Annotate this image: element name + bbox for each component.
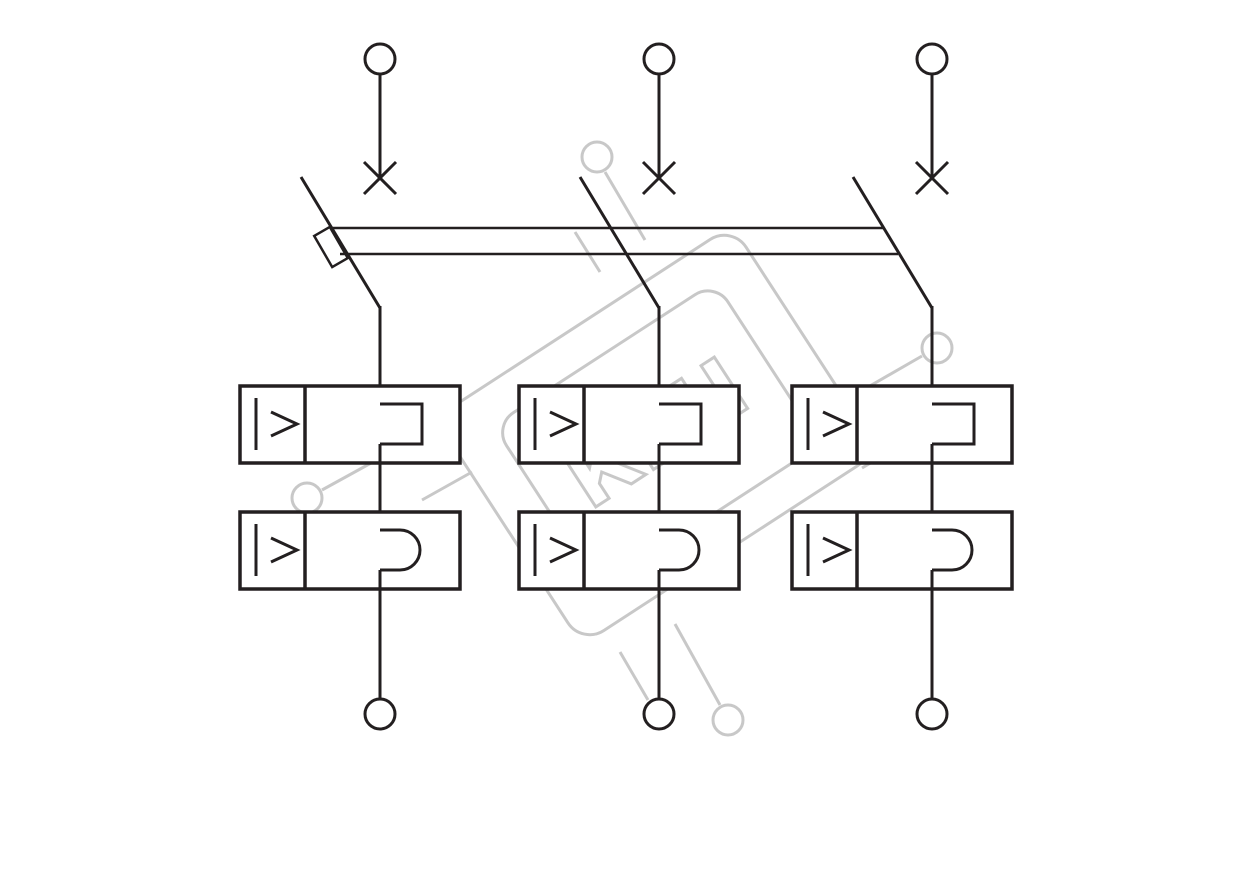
magnetic-release-box — [238, 510, 462, 591]
switch-blade — [578, 176, 661, 309]
pole-1 — [238, 42, 462, 731]
magnetic-release-box — [790, 510, 1014, 591]
magnetic-element — [932, 528, 974, 572]
watermark-lead — [673, 623, 722, 706]
overcurrent-symbol-icon — [533, 398, 580, 450]
overcurrent-symbol-icon — [806, 398, 853, 450]
watermark-terminal — [580, 140, 614, 174]
thermal-release-box — [517, 384, 741, 465]
top-terminal — [642, 42, 676, 76]
watermark-lead — [618, 651, 650, 701]
actuator-link — [312, 225, 898, 269]
watermark-terminal — [711, 703, 745, 737]
bottom-terminal — [642, 697, 676, 731]
overcurrent-symbol-icon — [806, 524, 853, 576]
top-terminal — [363, 42, 397, 76]
switch-blade — [299, 176, 382, 309]
isolator-cross — [914, 160, 950, 196]
isolator-cross — [641, 160, 677, 196]
watermark-terminal — [920, 331, 954, 365]
switch-blade — [851, 176, 934, 309]
thermal-release-box — [790, 384, 1014, 465]
top-terminal — [915, 42, 949, 76]
bottom-terminal — [363, 697, 397, 731]
isolator-cross — [362, 160, 398, 196]
magnetic-release-box — [517, 510, 741, 591]
thermal-element — [659, 402, 703, 446]
overcurrent-symbol-icon — [254, 398, 301, 450]
watermark-lead — [421, 470, 473, 502]
watermark-lead — [573, 231, 602, 273]
thermal-element — [380, 402, 424, 446]
watermark-terminal — [290, 481, 324, 515]
thermal-element — [932, 402, 976, 446]
magnetic-element — [659, 528, 701, 572]
overcurrent-symbol-icon — [533, 524, 580, 576]
bottom-terminal — [915, 697, 949, 731]
thermal-release-box — [238, 384, 462, 465]
pole-2 — [517, 42, 741, 731]
pole-3 — [790, 42, 1014, 731]
overcurrent-symbol-icon — [254, 524, 301, 576]
magnetic-element — [380, 528, 422, 572]
